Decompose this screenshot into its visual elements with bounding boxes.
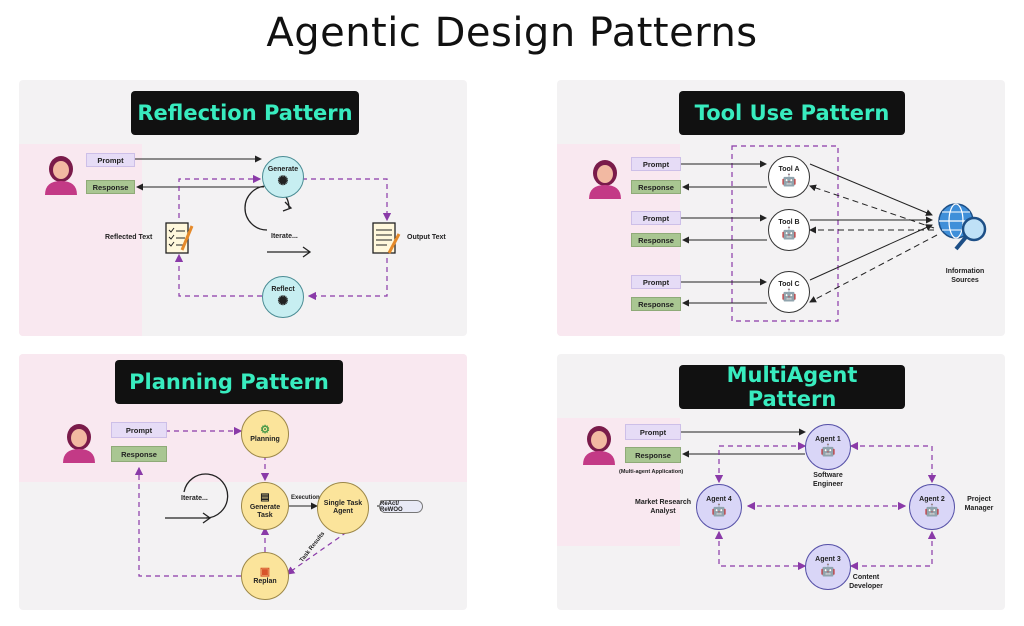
agent-1-node: Agent 1 🤖 [805,424,851,470]
response-box-b: Response [631,233,681,247]
output-text-label: Output Text [407,234,446,241]
tool-use-title: Tool Use Pattern [679,91,905,135]
single-task-agent-node: Single Task Agent [317,482,369,534]
tool-b-node: Tool B 🤖 [768,209,810,251]
tool-use-panel: Tool Use Pattern Prompt Response Prompt … [557,80,1005,336]
generate-task-label: Generate Task [249,503,281,519]
openai-icon: ✺ [277,172,289,188]
response-box: Response [625,447,681,463]
user-avatar-icon [589,160,621,199]
page-title: Agentic Design Patterns [266,10,758,56]
task-list-icon: ▤ [260,492,270,504]
reflection-title: Reflection Pattern [131,91,359,135]
prompt-box: Prompt [111,422,167,438]
agent-2-role: Project Manager [964,496,994,512]
replan-label: Replan [253,578,277,586]
planning-panel: Planning Pattern Prompt Response ⚙ Plann… [19,354,467,610]
robot-icon: 🤖 [820,443,836,458]
multiagent-panel: MultiAgent Pattern Prompt Response (Mult… [557,354,1005,610]
user-avatar-icon [45,156,77,195]
robot-icon: 🤖 [781,288,797,303]
tool-use-connectors [681,145,938,322]
prompt-box-c: Prompt [631,275,681,289]
user-avatar-icon [63,424,95,463]
agent-1-role: Software Engineer [813,472,843,488]
multiagent-connectors [681,428,937,571]
prompt-box: Prompt [625,424,681,440]
prompt-box: Prompt [86,153,135,167]
prompt-box-a: Prompt [631,157,681,171]
react-rewoo-badge: ReAct/ ReWOO [379,500,423,513]
openai-icon: ✺ [277,292,289,308]
reflected-text-label: Reflected Text [105,234,153,241]
multiagent-title: MultiAgent Pattern [679,363,905,411]
agent-3-role: Content Developer [849,574,883,590]
robot-icon: 🤖 [711,503,727,518]
user-avatar-icon [583,426,615,465]
tool-a-node: Tool A 🤖 [768,156,810,198]
agent-4-role: Market Research Analyst [634,499,692,515]
robot-icon: 🤖 [820,563,836,578]
tool-a-label: Tool A [778,166,800,174]
planning-connectors [134,426,379,577]
response-box: Response [111,446,167,462]
prompt-box-b: Prompt [631,211,681,225]
planning-node: ⚙ Planning [241,410,289,458]
robot-icon: 🤖 [781,173,797,188]
agent-3-node: Agent 3 🤖 [805,544,851,590]
reflection-connectors [134,155,392,301]
iterate-label: Iterate... [181,495,208,502]
agent-2-node: Agent 2 🤖 [909,484,955,530]
planning-title: Planning Pattern [115,360,343,404]
agent-4-node: Agent 4 🤖 [696,484,742,530]
globe-search-icon [938,203,987,251]
replan-icon: ▣ [259,565,271,578]
generate-task-node: ▤ Generate Task [241,482,289,530]
checklist-icon [165,222,194,254]
response-box-a: Response [631,180,681,194]
execution-label: Execution [291,495,320,501]
agent-2-label: Agent 2 [919,496,945,504]
tool-c-node: Tool C 🤖 [768,271,810,313]
robot-icon: 🤖 [781,226,797,241]
generate-node: Generate ✺ [262,156,304,198]
document-icon [372,222,401,254]
agent-3-label: Agent 3 [815,556,841,564]
response-box-c: Response [631,297,681,311]
iterate-label: Iterate... [271,233,298,240]
replan-node: ▣ Replan [241,552,289,600]
information-sources-label: Information Sources [945,268,985,284]
tool-c-label: Tool C [778,281,800,289]
planning-label: Planning [250,436,280,444]
reflect-label: Reflect [271,285,295,293]
flow-icon: ⚙ [260,423,270,436]
agent-4-label: Agent 4 [706,496,732,504]
reflection-panel: Reflection Pattern Prompt Response Gener… [19,80,467,336]
tool-b-label: Tool B [778,219,800,227]
agent-1-label: Agent 1 [815,436,841,444]
robot-icon: 🤖 [924,503,940,518]
multi-agent-app-label: (Multi-agent Application) [619,469,684,475]
generate-label: Generate [267,165,299,173]
single-task-agent-label: Single Task Agent [323,499,363,515]
reflect-node: Reflect ✺ [262,276,304,318]
response-box: Response [86,180,135,194]
